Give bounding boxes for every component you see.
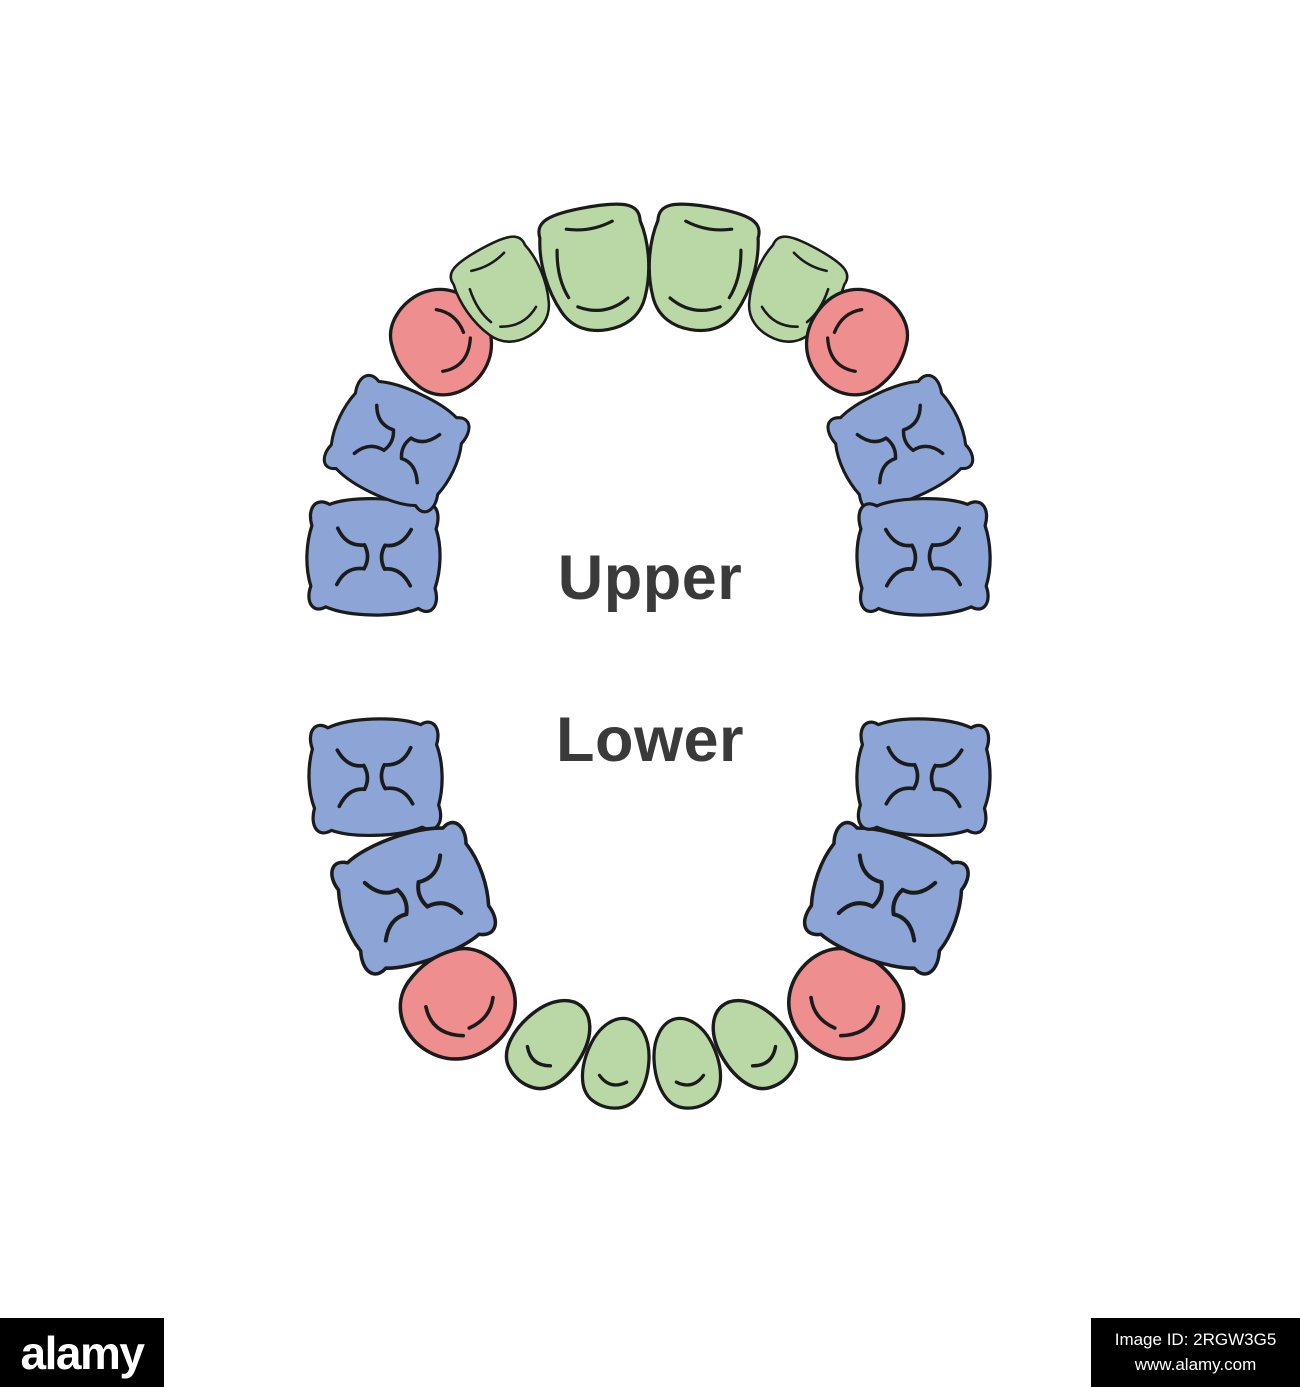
upper-arch-label: Upper (557, 543, 743, 613)
watermark-info-box: Image ID: 2RGW3G5 www.alamy.com (1091, 1318, 1300, 1387)
lower-arch (305, 714, 994, 1117)
alamy-logo: alamy (0, 1318, 164, 1387)
upper-left-central-incisor (531, 196, 662, 341)
alamy-logo-text: alamy (20, 1326, 145, 1379)
lower-arch-label: Lower (555, 705, 745, 775)
upper-right-central-incisor (636, 196, 767, 341)
watermark-url: www.alamy.com (1134, 1354, 1257, 1374)
watermark-image-id: Image ID: 2RGW3G5 (1114, 1329, 1277, 1349)
